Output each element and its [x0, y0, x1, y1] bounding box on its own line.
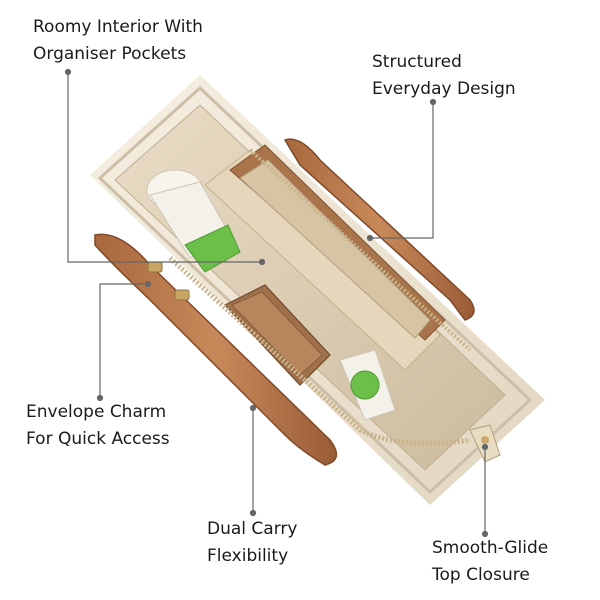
bag-interior — [114, 104, 506, 471]
callout-smooth-glide: Smooth-Glide Top Closure — [432, 535, 548, 589]
rear-handle — [283, 138, 475, 321]
callout-roomy-interior-line1: Roomy Interior With — [33, 17, 203, 37]
callout-smooth-glide-line2: Top Closure — [432, 565, 530, 585]
divider-panel — [204, 149, 441, 371]
callout-roomy-interior-line2: Organiser Pockets — [33, 44, 187, 64]
leader-lines — [64, 68, 489, 538]
callout-smooth-glide-line1: Smooth-Glide — [432, 538, 549, 558]
callout-envelope-charm: Envelope Charm For Quick Access — [26, 399, 170, 453]
callout-structured-design: Structured Everyday Design — [372, 49, 516, 103]
zipper-pull — [469, 424, 501, 463]
wallet — [224, 284, 331, 386]
callout-dual-carry-line1: Dual Carry — [207, 519, 298, 539]
callout-structured-design-line1: Structured — [372, 52, 462, 72]
bag-rim — [97, 85, 533, 495]
callout-roomy-interior: Roomy Interior With Organiser Pockets — [33, 14, 203, 68]
callout-dual-carry: Dual Carry Flexibility — [207, 516, 297, 570]
small-bottle — [339, 349, 396, 421]
front-handle — [94, 233, 338, 466]
bottle — [146, 169, 241, 273]
callout-dual-carry-line2: Flexibility — [207, 546, 289, 566]
callout-envelope-charm-line1: Envelope Charm — [26, 402, 167, 422]
zipper-track-upper — [248, 148, 472, 352]
callout-envelope-charm-line2: For Quick Access — [26, 429, 170, 449]
handle-ring-right — [174, 289, 190, 301]
handle-ring-left — [147, 261, 163, 273]
zipper-track — [168, 256, 471, 446]
callout-structured-design-line2: Everyday Design — [372, 79, 516, 99]
back-pocket-front — [239, 159, 431, 339]
